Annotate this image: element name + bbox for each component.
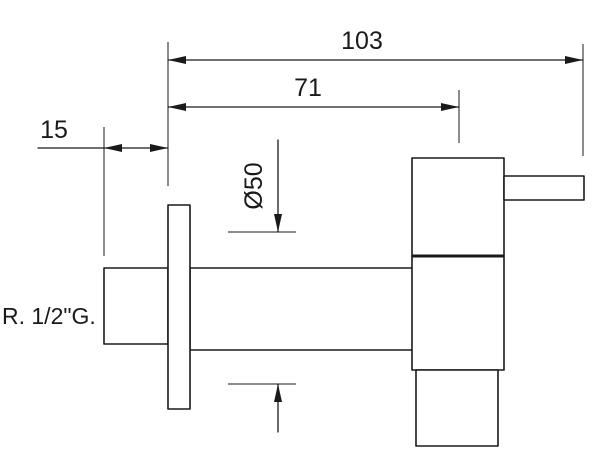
valve-body-lower [415, 369, 499, 447]
dimension-overall-length: 103 [167, 27, 584, 186]
arrowhead-left [168, 103, 186, 111]
spout-pipe [189, 267, 423, 351]
dimension-label-diameter: Ø50 [240, 162, 268, 209]
dimension-flange-offset: 15 [37, 116, 169, 256]
arrowhead-top [274, 214, 282, 232]
valve-body-upper [411, 157, 505, 257]
arrowhead-left [104, 144, 122, 152]
arrowhead-left [168, 56, 186, 64]
faucet-body [103, 157, 585, 447]
dimension-label-15: 15 [40, 116, 68, 144]
arrowhead-bottom [274, 384, 282, 402]
dimension-body-offset: 71 [167, 74, 460, 143]
threaded-connector [103, 267, 169, 345]
wall-flange [167, 204, 191, 410]
thread-spec-label: R. 1/2"G. [2, 303, 96, 329]
valve-body-middle [411, 255, 505, 371]
dimension-label-71: 71 [294, 74, 322, 102]
arrowhead-right [441, 103, 459, 111]
arrowhead-right [150, 144, 168, 152]
arrowhead-right [565, 56, 583, 64]
lever-handle [503, 175, 585, 201]
dimension-label-103: 103 [341, 27, 383, 55]
dimension-diameter: Ø50 [228, 139, 296, 433]
